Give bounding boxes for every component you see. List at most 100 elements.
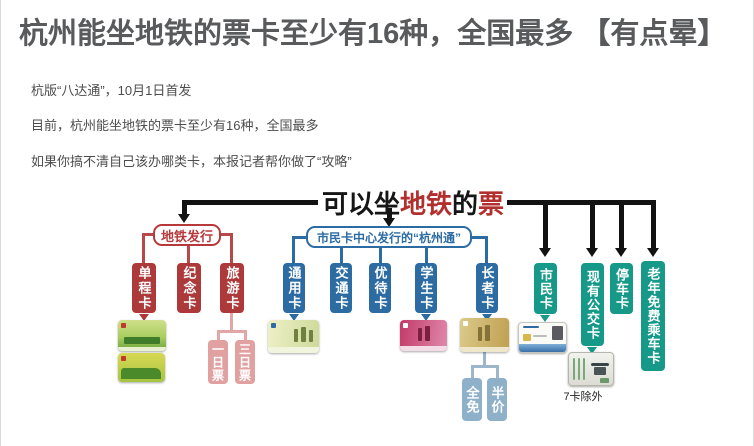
- connector-line: [590, 200, 595, 249]
- connector-line: [472, 236, 486, 239]
- article-paragraph-2: 目前，杭州能坐地铁的票卡至少有16种，全国最多: [31, 118, 319, 133]
- card-strip: [268, 347, 319, 353]
- figure-silhouette: [294, 329, 298, 342]
- single-journey-card-image: [118, 320, 166, 351]
- commemorative-card-box: 纪念卡: [177, 263, 201, 313]
- commemorative-card-image: [118, 353, 165, 382]
- stripe-graphic: [583, 358, 585, 380]
- chip-graphic: [523, 334, 531, 341]
- arrow-down-icon: [482, 314, 492, 321]
- arrow-down-icon: [540, 315, 550, 322]
- connector-line: [379, 248, 382, 263]
- citizen-card-box: 市民卡: [534, 263, 557, 314]
- arrow-down-icon: [587, 347, 597, 354]
- three-day-pass-box: 三日票: [235, 340, 255, 384]
- connector-line: [340, 248, 343, 263]
- article-paragraph-3: 如果你搞不清自己该办哪类卡，本报记者帮你做了“攻略”: [31, 154, 352, 169]
- pavilion-graphic: [594, 367, 606, 375]
- connector-line: [217, 330, 220, 340]
- connector-line: [244, 330, 247, 340]
- transport-card-box: 交通卡: [330, 263, 352, 313]
- text-line: [533, 335, 547, 337]
- skyline-graphic: [121, 368, 161, 379]
- senior-card-image: [460, 318, 509, 352]
- connector-line: [292, 236, 295, 263]
- photo-graphic: [552, 326, 563, 340]
- figure-silhouette: [478, 327, 482, 341]
- arrow-down-icon: [539, 248, 551, 257]
- stripe-graphic: [573, 358, 575, 380]
- citizen-card-image: [518, 322, 567, 353]
- article-title: 杭州能坐地铁的票卡至少有16种，全国最多 【有点晕】: [19, 18, 727, 50]
- connector-line: [187, 246, 190, 263]
- card-logo: [121, 323, 126, 328]
- connector-line: [142, 233, 145, 263]
- arrow-down-icon: [615, 248, 627, 257]
- card-logo: [403, 323, 408, 328]
- arrow-down-icon: [289, 314, 299, 321]
- diagram-title-red: 票: [478, 189, 505, 219]
- connector-line: [142, 233, 153, 236]
- general-card-image: [268, 320, 319, 353]
- one-day-pass-box: 一日票: [208, 340, 228, 384]
- student-card-image: [400, 320, 447, 351]
- text-line: [523, 326, 539, 328]
- arrow-down-icon: [586, 248, 598, 257]
- metro-issued-label: 地铁发行: [153, 224, 221, 246]
- connector-line: [496, 365, 499, 378]
- card-logo: [121, 356, 126, 361]
- parking-card-box: 停车卡: [610, 263, 633, 314]
- connector-line: [507, 200, 656, 205]
- arrow-down-icon: [421, 314, 431, 321]
- connector-line: [387, 208, 392, 219]
- arrow-down-icon: [383, 218, 395, 227]
- pavilion-graphic: [591, 363, 609, 366]
- tourist-card-box: 旅游卡: [220, 263, 244, 313]
- connector-line: [483, 352, 486, 368]
- connector-line: [182, 200, 187, 215]
- single-journey-card-box: 单程卡: [132, 263, 156, 313]
- half-price-box: 半价: [487, 378, 507, 421]
- figure-silhouette: [301, 327, 306, 342]
- fully-free-box: 全免: [462, 378, 482, 421]
- connector-line: [651, 200, 656, 249]
- diagram-title: 可以坐地铁的票: [308, 184, 518, 221]
- connector-line: [184, 200, 318, 205]
- stripe-graphic: [578, 358, 580, 380]
- connector-line: [619, 200, 624, 249]
- card-strip: [519, 344, 566, 352]
- diagram-title-black: 可以坐: [321, 189, 400, 219]
- card-strip: [460, 347, 509, 352]
- senior-card-box: 长者卡: [476, 263, 498, 313]
- connector-line: [485, 236, 488, 263]
- elderly-free-ride-card-box: 老年免费乘车卡: [641, 261, 665, 371]
- card-logo: [463, 321, 468, 326]
- card-strip: [400, 346, 447, 351]
- diagram-title-black: 的: [452, 189, 479, 219]
- figure-silhouette: [309, 330, 313, 342]
- citizen-card-center-label: 市民卡中心发行的“杭州通”: [306, 226, 472, 248]
- card-logo: [271, 323, 276, 328]
- connector-line: [230, 313, 233, 332]
- figure-silhouette: [418, 328, 422, 341]
- arrow-down-icon: [139, 314, 149, 321]
- arrow-down-icon: [178, 214, 190, 223]
- figure-silhouette: [425, 326, 430, 341]
- card-strip: [118, 347, 166, 351]
- existing-bus-card-box: 现有公交卡: [581, 263, 604, 346]
- bus-card-note: 7卡除外: [563, 391, 603, 403]
- figure-silhouette: [485, 325, 490, 341]
- article-paragraph-1: 杭版“八达通”，10月1日首发: [31, 83, 192, 98]
- connector-line: [471, 365, 499, 368]
- connector-line: [230, 233, 233, 263]
- preferential-card-box: 优待卡: [369, 263, 391, 313]
- connector-line: [543, 200, 548, 249]
- connector-line: [221, 233, 233, 236]
- connector-line: [471, 365, 474, 378]
- skyline-graphic: [124, 337, 160, 344]
- label-graphic: [600, 378, 609, 383]
- connector-line: [425, 248, 428, 263]
- arrow-down-icon: [647, 248, 659, 257]
- student-card-box: 学生卡: [415, 263, 437, 313]
